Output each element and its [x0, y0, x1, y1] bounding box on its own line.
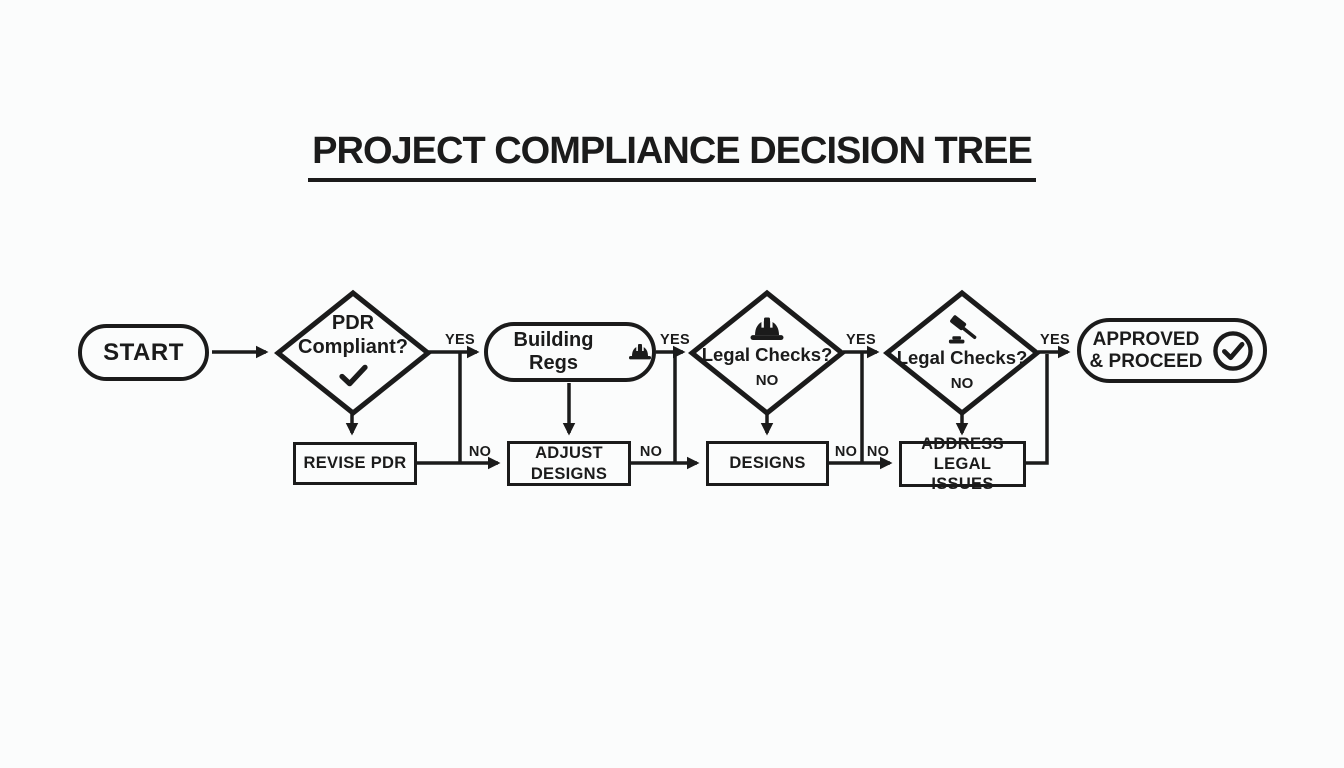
node-approved-line1: APPROVED: [1092, 329, 1200, 351]
hard-hat-icon: [749, 316, 785, 342]
node-building-regs: Building Regs: [484, 322, 656, 382]
edge-label-yes-pdr: YES: [445, 332, 475, 348]
node-legal-checks-1-sublabel: NO: [755, 372, 779, 390]
node-revise-pdr: REVISE PDR: [293, 442, 417, 485]
edge-label-no-building: NO: [639, 444, 663, 460]
node-legal-checks-1-label: Legal Checks?: [701, 344, 833, 366]
diamond-shape: [688, 289, 846, 417]
edge-label-no-legal1-left: NO: [834, 444, 858, 460]
node-pdr-compliant-content: PDR Compliant?: [274, 289, 432, 417]
node-address-legal-line1: ADDRESS: [921, 434, 1004, 453]
node-revise-pdr-label: REVISE PDR: [303, 454, 407, 473]
gavel-icon: [945, 314, 979, 345]
node-approved-proceed-label: APPROVED & PROCEED: [1090, 329, 1203, 372]
node-start: START: [78, 324, 209, 381]
node-designs-label: DESIGNS: [729, 454, 806, 473]
edge-label-no-pdr: NO: [468, 444, 492, 460]
node-legal-checks-1: Legal Checks? NO: [688, 289, 846, 417]
node-adjust-designs-line1: ADJUST: [535, 444, 603, 463]
node-legal-checks-2: Legal Checks? NO: [883, 289, 1041, 417]
node-start-label: START: [103, 338, 184, 366]
diamond-shape: [274, 289, 432, 417]
edge-label-no-legal1-right: NO: [866, 444, 890, 460]
node-designs: DESIGNS: [706, 441, 829, 486]
diamond-shape: [883, 289, 1041, 417]
node-pdr-compliant-label-line1: PDR: [331, 312, 375, 335]
node-address-legal-line2: LEGAL ISSUES: [931, 454, 994, 494]
node-legal-checks-1-content: Legal Checks? NO: [688, 289, 846, 417]
node-approved-line2: & PROCEED: [1089, 350, 1203, 372]
edge-label-yes-legal1: YES: [846, 332, 876, 348]
node-approved-proceed: APPROVED & PROCEED: [1077, 318, 1267, 383]
node-pdr-compliant-label-line2: Compliant?: [298, 335, 408, 358]
diagram-title: PROJECT COMPLIANCE DECISION TREE: [308, 130, 1036, 182]
diagram-header: PROJECT COMPLIANCE DECISION TREE: [0, 130, 1344, 182]
node-legal-checks-2-label: Legal Checks?: [896, 346, 1028, 368]
circled-check-icon: [1212, 330, 1254, 372]
node-address-legal-issues: ADDRESS LEGAL ISSUES: [899, 435, 1026, 493]
hard-hat-icon: [628, 343, 652, 361]
edge-label-yes-building: YES: [660, 332, 690, 348]
connector-address-up-to-yes: [1026, 354, 1049, 465]
check-icon: [338, 364, 369, 394]
node-legal-checks-2-content: Legal Checks? NO: [883, 289, 1041, 417]
node-legal-checks-2-sublabel: NO: [950, 374, 974, 392]
node-adjust-designs-line2: DESIGNS: [530, 464, 608, 483]
node-adjust-designs: ADJUST DESIGNS: [507, 441, 631, 486]
edge-label-yes-legal2: YES: [1040, 332, 1070, 348]
node-building-regs-label: Building Regs: [513, 329, 594, 374]
node-pdr-compliant: PDR Compliant?: [274, 289, 432, 417]
